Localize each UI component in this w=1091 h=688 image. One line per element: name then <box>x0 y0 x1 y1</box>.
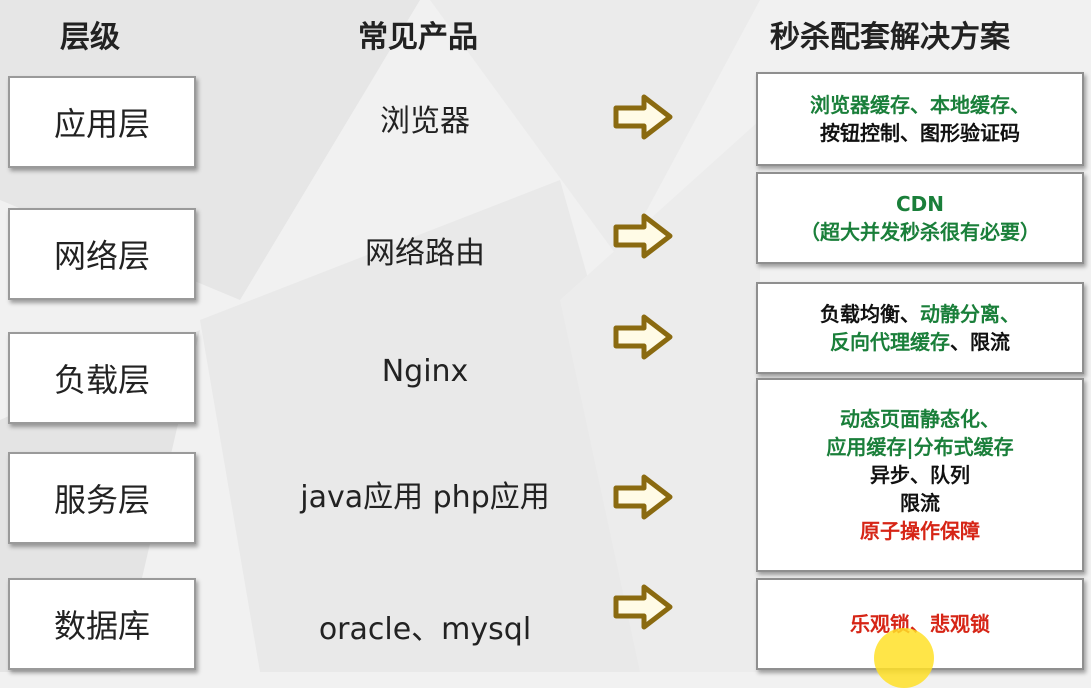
header-solution: 秒杀配套解决方案 <box>770 20 1010 55</box>
product-network-router: 网络路由 <box>365 236 485 271</box>
right-arrow-icon <box>613 94 673 140</box>
right-arrow-icon <box>613 474 673 520</box>
cursor-highlight <box>874 628 934 688</box>
solution-line: CDN <box>896 190 944 218</box>
solution-text: 浏览器缓存、本地缓存、 <box>810 93 1030 117</box>
solution-text: 原子操作保障 <box>860 519 980 543</box>
solution-line: 动态页面静态化、 <box>840 405 1000 433</box>
solution-line: 按钮控制、图形验证码 <box>820 119 1020 147</box>
solution-line: 反向代理缓存、限流 <box>830 328 1010 356</box>
solution-line: 负载均衡、动静分离、 <box>820 300 1020 328</box>
header-product: 常见产品 <box>358 20 478 55</box>
solution-text: 限流 <box>900 491 940 515</box>
layer-box-database: 数据库 <box>8 578 196 670</box>
solution-box-application: 浏览器缓存、本地缓存、 按钮控制、图形验证码 <box>756 72 1084 166</box>
layer-box-network: 网络层 <box>8 208 196 300</box>
product-oracle-mysql: oracle、mysql <box>318 612 532 647</box>
solution-box-service: 动态页面静态化、 应用缓存|分布式缓存 异步、队列 限流 原子操作保障 <box>756 378 1084 572</box>
solution-box-network: CDN （超大并发秒杀很有必要） <box>756 172 1084 264</box>
right-arrow-icon <box>613 314 673 360</box>
solution-line: 原子操作保障 <box>860 517 980 545</box>
right-arrow-icon <box>613 584 673 630</box>
right-arrow-icon <box>613 213 673 259</box>
solution-line: 异步、队列 <box>870 461 970 489</box>
solution-text: 按钮控制、图形验证码 <box>820 121 1020 145</box>
layer-box-load: 负载层 <box>8 332 196 424</box>
header-layer: 层级 <box>60 20 120 55</box>
solution-text: 异步、队列 <box>870 463 970 487</box>
solution-line: 限流 <box>900 489 940 517</box>
solution-box-load: 负载均衡、动静分离、 反向代理缓存、限流 <box>756 282 1084 374</box>
solution-text: CDN <box>895 192 945 216</box>
product-java-php: java应用 php应用 <box>300 480 550 515</box>
product-nginx: Nginx <box>381 354 469 389</box>
solution-text: 、限流 <box>950 330 1010 354</box>
solution-text: 动静分离、 <box>920 302 1020 326</box>
solution-text: 动态页面静态化、 <box>840 407 1000 431</box>
solution-line: （超大并发秒杀很有必要） <box>800 218 1040 246</box>
solution-text: （超大并发秒杀很有必要） <box>800 220 1040 244</box>
layer-box-application: 应用层 <box>8 76 196 168</box>
solution-text: 应用缓存|分布式缓存 <box>826 435 1014 459</box>
solution-line: 应用缓存|分布式缓存 <box>826 433 1013 461</box>
solution-text: 反向代理缓存 <box>830 330 950 354</box>
layer-box-service: 服务层 <box>8 452 196 544</box>
solution-line: 浏览器缓存、本地缓存、 <box>810 91 1030 119</box>
product-browser: 浏览器 <box>380 104 470 139</box>
solution-text: 负载均衡、 <box>820 302 920 326</box>
